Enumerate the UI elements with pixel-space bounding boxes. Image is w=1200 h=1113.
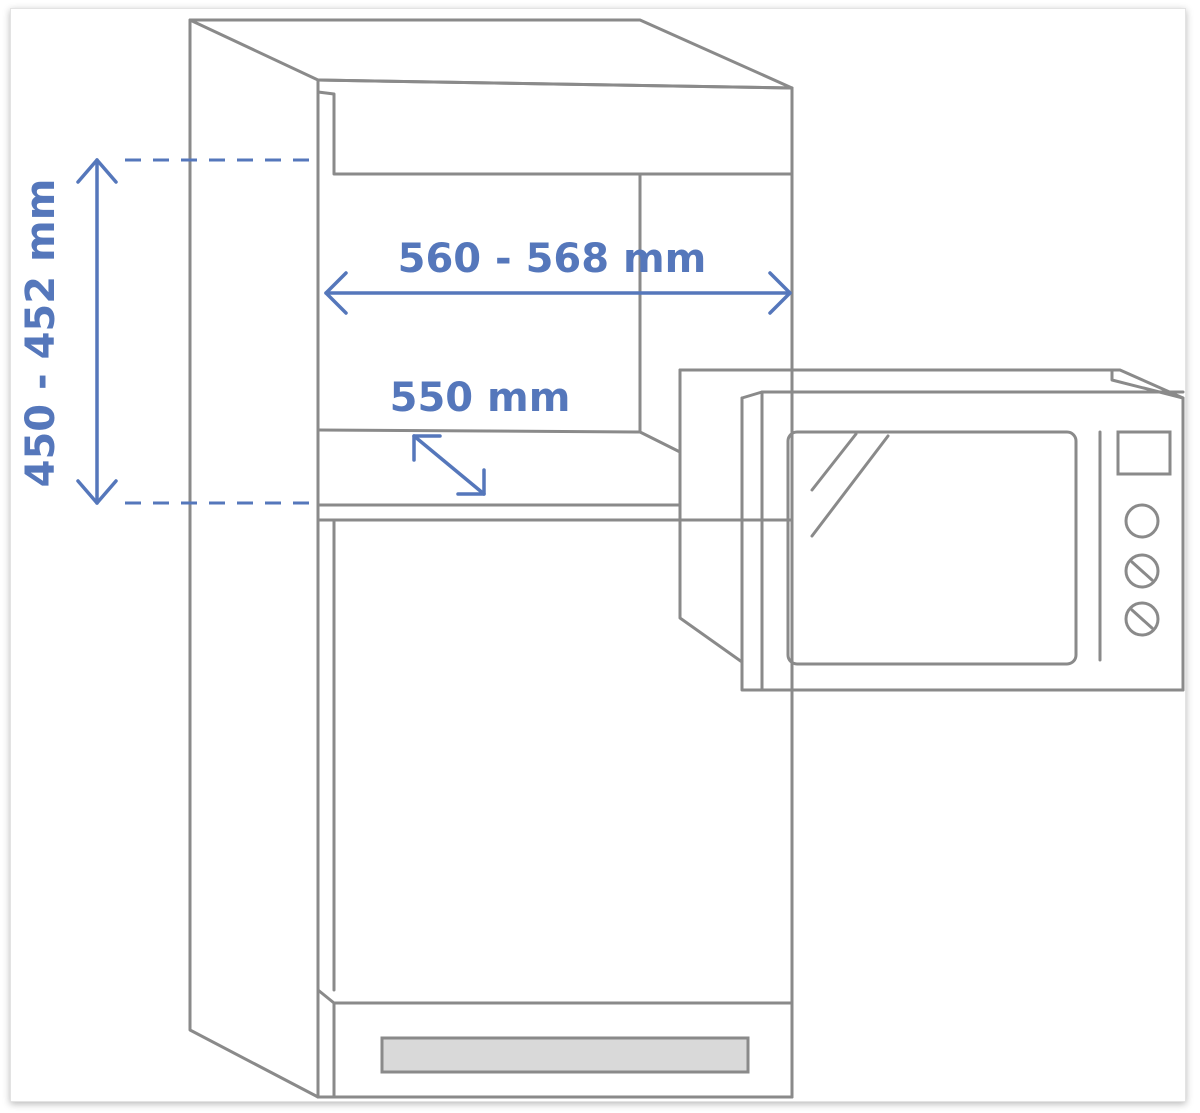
height-dimension xyxy=(76,158,318,505)
microwave-knob xyxy=(1124,553,1160,589)
appliance-niche xyxy=(316,172,682,507)
niche-shelf xyxy=(316,503,682,992)
plinth-strip xyxy=(380,1036,750,1074)
cabinet-top-rail xyxy=(316,78,794,176)
depth-label: 550 mm xyxy=(390,375,571,421)
width-dimension xyxy=(324,271,792,315)
width-label: 560 - 568 mm xyxy=(398,236,707,282)
lower-cabinet-door xyxy=(316,518,794,1099)
diagram-frame xyxy=(10,8,1186,1102)
height-label: 450 - 452 mm xyxy=(18,179,64,488)
cabinet-side-panel xyxy=(188,18,320,1099)
microwave-oven xyxy=(678,368,1185,692)
depth-dimension xyxy=(412,434,486,496)
microwave-button xyxy=(1124,503,1160,539)
cabinet-top xyxy=(188,18,794,94)
microwave-knob xyxy=(1124,601,1160,637)
microwave-display xyxy=(1116,430,1172,476)
